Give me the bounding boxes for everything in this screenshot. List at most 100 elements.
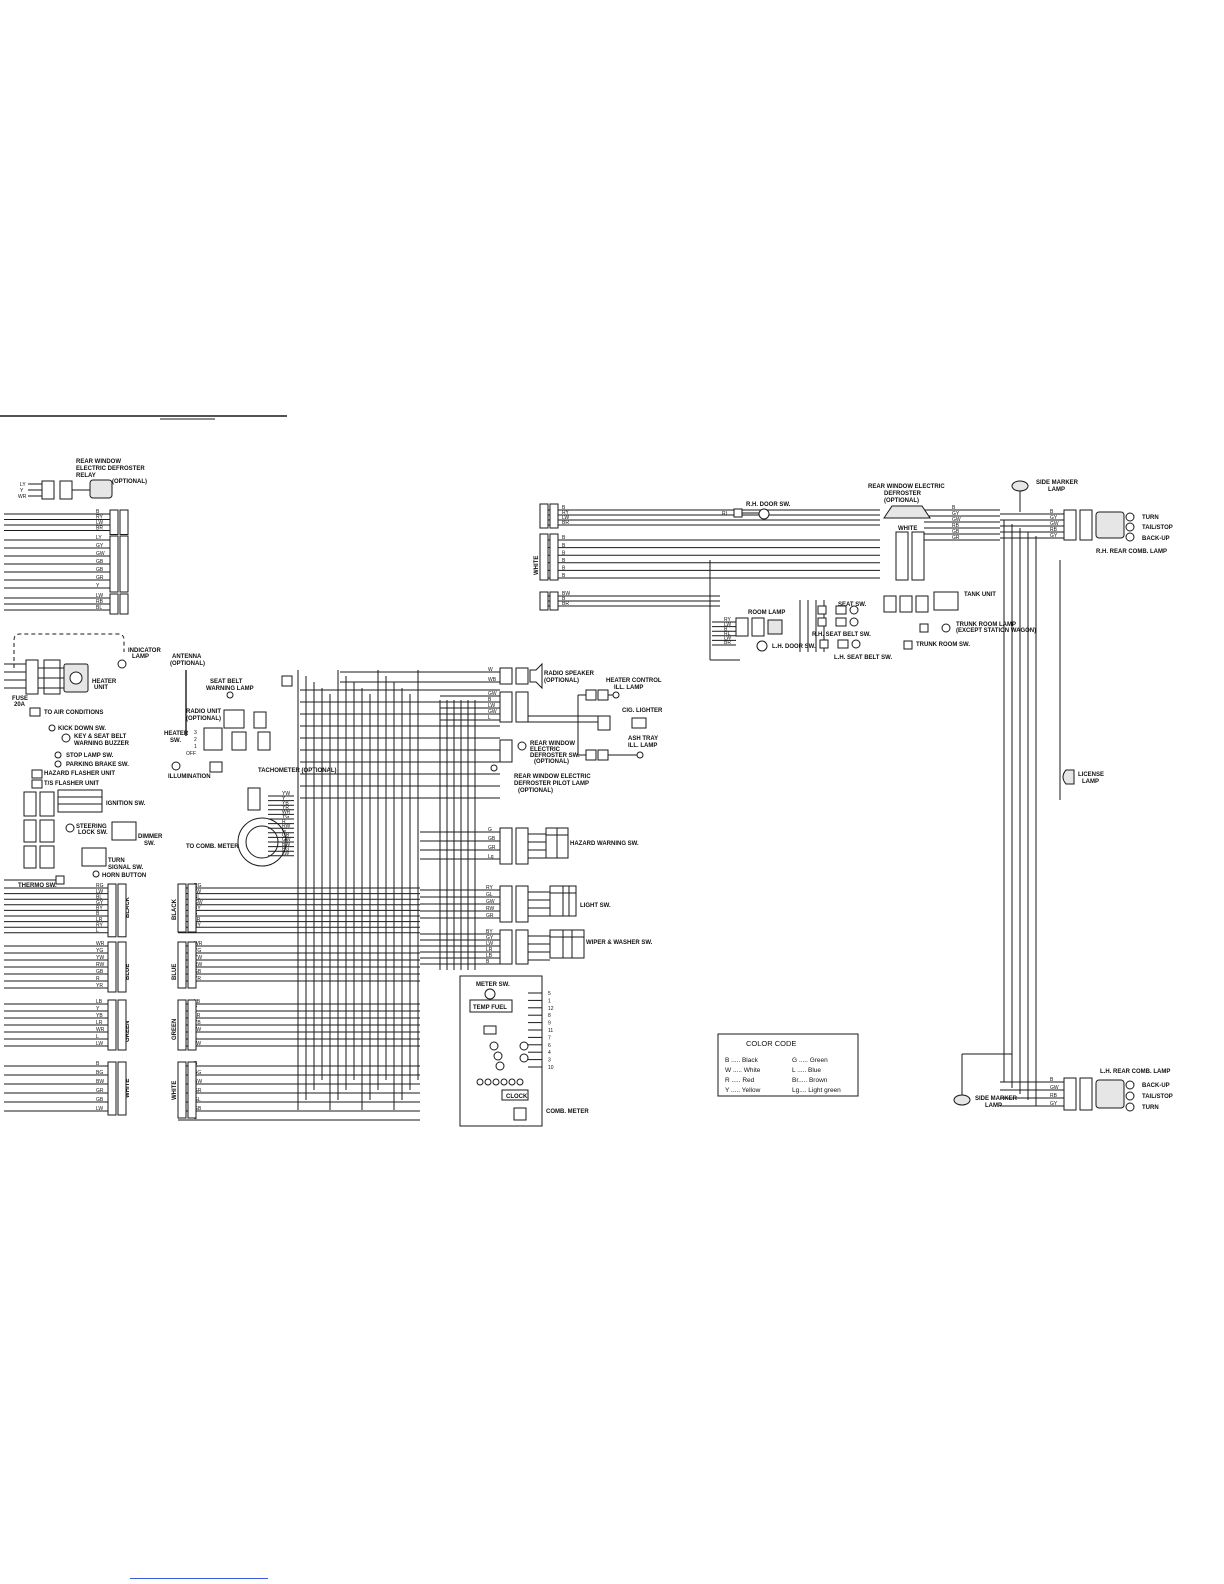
- svg-text:HAZARD WARNING SW.: HAZARD WARNING SW.: [570, 841, 639, 847]
- svg-text:STEERING: STEERING: [76, 824, 107, 830]
- svg-text:WARNING BUZZER: WARNING BUZZER: [74, 741, 130, 747]
- left-top-code: BR: [96, 526, 103, 532]
- left-white-code: LY: [96, 535, 102, 541]
- room-code: BR: [724, 640, 731, 646]
- right-top-code: B: [562, 505, 566, 511]
- hazard-code: G: [488, 827, 492, 833]
- left-black-code: BY: [96, 906, 103, 912]
- svg-text:20A: 20A: [14, 702, 26, 708]
- comb-meter-connector: TO COMB. METER: [186, 787, 287, 867]
- rh-rear-code: GY: [1050, 515, 1058, 521]
- svg-text:TURN: TURN: [108, 858, 125, 864]
- mid-black-code: BL: [194, 894, 200, 900]
- wiper-washer-switch: WIPER & WASHER SW.: [499, 929, 653, 965]
- meter-terminal: 4: [548, 1050, 551, 1056]
- comb-meter-code: BG: [282, 846, 289, 852]
- left-mid-code: RB: [96, 599, 104, 605]
- right-white-code: B: [562, 573, 566, 579]
- mid-green-code: LW: [194, 1041, 201, 1047]
- svg-text:WHITE: WHITE: [898, 526, 917, 532]
- svg-text:LOCK SW.: LOCK SW.: [78, 830, 108, 836]
- svg-text:LIGHT SW.: LIGHT SW.: [580, 903, 611, 909]
- mid-white-code: GB: [194, 1106, 202, 1112]
- light-code: RW: [486, 906, 495, 912]
- svg-text:SW.: SW.: [144, 841, 155, 847]
- lh-door-switch-icon: [756, 640, 768, 652]
- svg-text:WR: WR: [18, 494, 27, 500]
- comb-meter-code: R: [282, 819, 286, 825]
- svg-text:WHITE: WHITE: [534, 556, 540, 575]
- svg-text:FUSE: FUSE: [12, 696, 28, 702]
- svg-text:(OPTIONAL): (OPTIONAL): [534, 759, 569, 765]
- ash-tray-lamp-icon: [636, 751, 644, 759]
- svg-text:LICENSE: LICENSE: [1078, 772, 1104, 778]
- left-white-code: GY: [96, 543, 104, 549]
- license-lamp: LICENSE LAMP: [1062, 769, 1104, 785]
- svg-text:SEAT BELT: SEAT BELT: [210, 679, 243, 685]
- room-code: RL: [724, 631, 731, 637]
- comb-meter-code: YB: [282, 800, 289, 806]
- left-blue-code: YG: [96, 948, 103, 954]
- svg-text:TO AIR CONDITIONS: TO AIR CONDITIONS: [44, 710, 103, 716]
- room-code: LW: [724, 636, 731, 642]
- svg-text:TAIL/STOP: TAIL/STOP: [1142, 525, 1173, 531]
- svg-text:METER SW.: METER SW.: [476, 982, 510, 988]
- svg-text:HEATER: HEATER: [92, 679, 117, 685]
- rh-door-switch: R.H. DOOR SW. RL: [722, 502, 791, 520]
- hazard-code: GR: [488, 845, 496, 851]
- svg-text:R ..... Red: R ..... Red: [725, 1077, 755, 1084]
- mid-white-code: BG: [194, 1070, 201, 1076]
- rear-window-relay: REAR WINDOW ELECTRIC DEFROSTER RELAY (OP…: [18, 459, 147, 500]
- svg-text:CIG. LIGHTER: CIG. LIGHTER: [622, 708, 663, 714]
- right-top-code: BR: [562, 520, 569, 526]
- mid-black-code: GW: [194, 900, 203, 906]
- meter-terminal: 3: [548, 1058, 551, 1064]
- svg-text:TO COMB. METER: TO COMB. METER: [186, 844, 239, 850]
- svg-text:(OPTIONAL): (OPTIONAL): [544, 678, 579, 684]
- heater-ctrl-code: LW: [488, 703, 495, 709]
- tank-unit: TANK UNIT TRUNK ROOM LAMP (EXCEPT STATIO…: [883, 591, 1036, 650]
- svg-text:PARKING BRAKE SW.: PARKING BRAKE SW.: [66, 762, 129, 768]
- svg-text:2: 2: [194, 737, 197, 743]
- left-blue-code: YW: [96, 955, 104, 961]
- svg-text:Y ..... Yellow: Y ..... Yellow: [725, 1087, 761, 1094]
- mid-blue-code: YG: [194, 948, 201, 954]
- comb-meter-code: Y: [282, 796, 286, 802]
- svg-text:ASH TRAY: ASH TRAY: [628, 736, 658, 742]
- svg-text:1: 1: [194, 744, 197, 750]
- mid-green-code: LR: [194, 1013, 201, 1019]
- svg-text:BACK-UP: BACK-UP: [1142, 536, 1170, 542]
- rh-rear-code: B: [1050, 509, 1054, 515]
- svg-text:SIDE MARKER: SIDE MARKER: [1036, 480, 1079, 486]
- svg-text:INDICATOR: INDICATOR: [128, 648, 161, 654]
- comb-meter-code: G: [282, 828, 286, 834]
- svg-text:LY: LY: [20, 482, 26, 488]
- cig-lighter-icon: [631, 717, 647, 729]
- left-green-code: YB: [96, 1013, 103, 1019]
- license-lamp-icon: [1062, 769, 1075, 785]
- seat-belt-lamp-icon: [226, 691, 234, 699]
- svg-text:SW.: SW.: [170, 738, 181, 744]
- svg-text:LAMP: LAMP: [1082, 779, 1099, 785]
- left-green-code: LW: [96, 1041, 103, 1047]
- left-white2-code: LW: [96, 1106, 103, 1112]
- svg-text:Y: Y: [20, 488, 24, 494]
- svg-text:TRUNK ROOM SW.: TRUNK ROOM SW.: [916, 642, 970, 648]
- mid-white-code: GL: [194, 1097, 201, 1103]
- svg-text:RADIO UNIT: RADIO UNIT: [186, 709, 221, 715]
- wiper-code: LW: [486, 941, 493, 947]
- meter-terminal: 6: [548, 1043, 551, 1049]
- rh-rear-lamps: SIDE MARKER LAMP TURN TAIL/STOP BACK-UP …: [1011, 480, 1173, 555]
- svg-text:RELAY: RELAY: [76, 473, 96, 479]
- mid-black-code: RY: [194, 922, 202, 928]
- svg-text:TRUNK ROOM LAMP: TRUNK ROOM LAMP: [956, 622, 1016, 628]
- svg-text:REAR WINDOW ELECTRIC: REAR WINDOW ELECTRIC: [868, 484, 945, 490]
- svg-text:TANK UNIT: TANK UNIT: [964, 592, 996, 598]
- svg-text:B ..... Black: B ..... Black: [725, 1057, 759, 1064]
- left-lower-connectors: BLACK BLUE GREEN WHITE RGLWBLGYBYBLRRYLW…: [4, 883, 131, 1116]
- svg-text:BLACK: BLACK: [125, 896, 131, 918]
- left-white2-code: BG: [96, 1070, 103, 1076]
- left-white2-code: GR: [96, 1088, 104, 1094]
- svg-text:REAR WINDOW: REAR WINDOW: [76, 459, 121, 465]
